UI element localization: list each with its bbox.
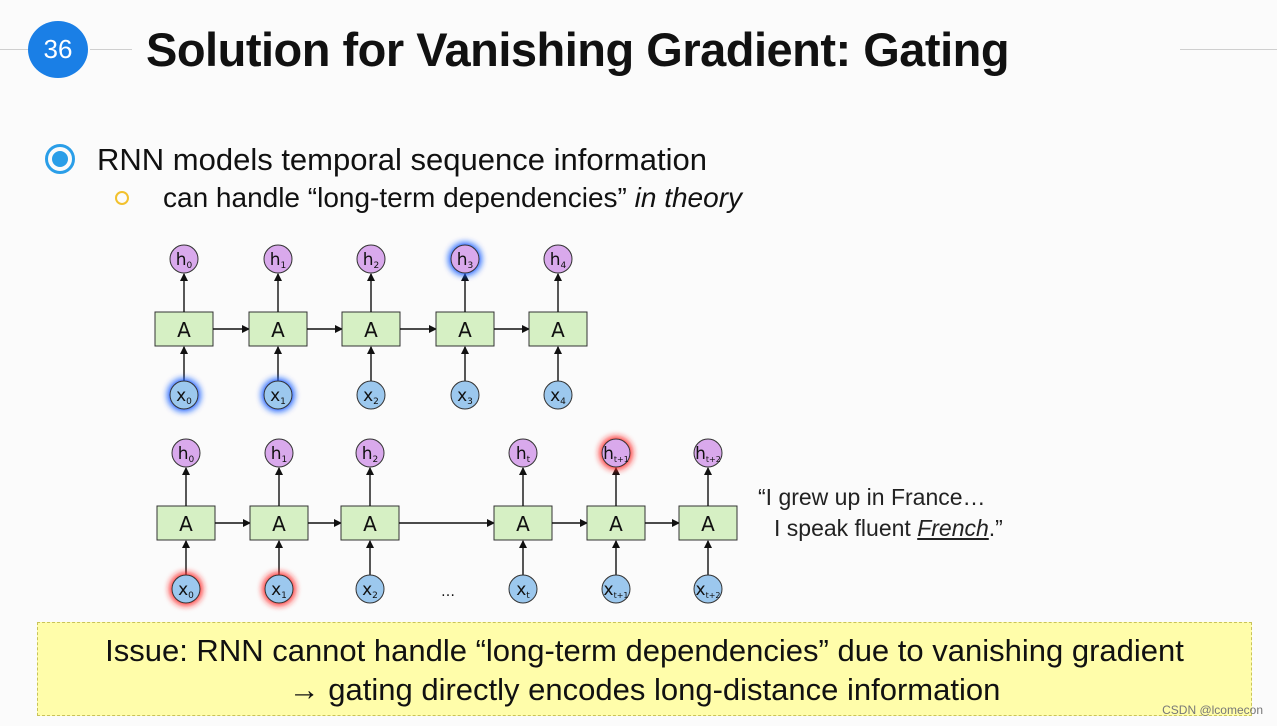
input-node bbox=[508, 574, 538, 604]
header-rule-left-2 bbox=[90, 49, 132, 50]
example-quote: “I grew up in France… I speak fluent Fre… bbox=[758, 482, 1003, 544]
rnn-cell-label: A bbox=[272, 512, 286, 536]
hidden-state-node bbox=[171, 438, 201, 468]
rnn-cell bbox=[249, 505, 309, 541]
quote-line-2-suffix: .” bbox=[988, 515, 1003, 541]
rnn-cell-label: A bbox=[458, 318, 472, 342]
rnn-cell-label: A bbox=[271, 318, 285, 342]
header-rule-right bbox=[1180, 49, 1277, 50]
input-node bbox=[543, 380, 573, 410]
rnn-cell-label: A bbox=[609, 512, 623, 536]
bullet-level1-icon bbox=[45, 144, 75, 174]
input-node bbox=[355, 574, 385, 604]
bullet-level1-text: RNN models temporal sequence information bbox=[97, 142, 707, 177]
bullet-level2-text: can handle “long-term dependencies” in t… bbox=[163, 182, 742, 214]
slide-title: Solution for Vanishing Gradient: Gating bbox=[146, 23, 1010, 76]
rnn-cell bbox=[341, 311, 401, 347]
hidden-state-node bbox=[264, 438, 294, 468]
bullet-level2-prefix: can handle “long-term dependencies” bbox=[163, 182, 635, 213]
quote-line-2-prefix: I speak fluent bbox=[774, 515, 918, 541]
input-node bbox=[450, 380, 480, 410]
rnn-cell-label: A bbox=[179, 512, 193, 536]
quote-line-1: “I grew up in France… bbox=[758, 484, 986, 510]
hidden-state-node bbox=[601, 438, 631, 468]
input-node bbox=[356, 380, 386, 410]
hidden-state-node bbox=[263, 244, 293, 274]
issue-callout-box: Issue: RNN cannot handle “long-term depe… bbox=[37, 622, 1252, 716]
rnn-cell bbox=[156, 505, 216, 541]
input-node bbox=[264, 574, 294, 604]
rnn-cell-label: A bbox=[701, 512, 715, 536]
hidden-state-node bbox=[450, 244, 480, 274]
input-node bbox=[693, 574, 723, 604]
rnn-cell-label: A bbox=[364, 318, 378, 342]
quote-line-2: I speak fluent French.” bbox=[758, 513, 1003, 544]
hidden-state-node bbox=[356, 244, 386, 274]
bullet-level2-italic: in theory bbox=[634, 182, 743, 213]
input-node bbox=[601, 574, 631, 604]
rnn-cell bbox=[154, 311, 214, 347]
slide-number-badge: 36 bbox=[28, 21, 88, 78]
hidden-state-node bbox=[693, 438, 723, 468]
quote-underlined-word: French bbox=[917, 515, 989, 541]
issue-line-1: Issue: RNN cannot handle “long-term depe… bbox=[105, 633, 1184, 668]
sequence-ellipsis: … bbox=[441, 584, 455, 600]
input-node bbox=[263, 380, 293, 410]
input-node bbox=[171, 574, 201, 604]
rnn-cell-label: A bbox=[363, 512, 377, 536]
bullet-level2-icon bbox=[115, 191, 129, 205]
rnn-cell bbox=[528, 311, 588, 347]
watermark: CSDN @lcomecon bbox=[1162, 703, 1263, 717]
header-rule-left bbox=[0, 49, 28, 50]
rnn-cell-label: A bbox=[516, 512, 530, 536]
rnn-cell-label: A bbox=[177, 318, 191, 342]
hidden-state-node bbox=[543, 244, 573, 274]
hidden-state-node bbox=[508, 438, 538, 468]
rnn-cell-label: A bbox=[551, 318, 565, 342]
bottom-rnn-diagram: Ah0x0Ah1x1Ah2x2AhtxtAht+1xt+1Aht+2xt+2… bbox=[156, 438, 738, 604]
hidden-state-node bbox=[169, 244, 199, 274]
input-node bbox=[169, 380, 199, 410]
slide-number: 36 bbox=[43, 34, 73, 64]
hidden-state-node bbox=[355, 438, 385, 468]
issue-line-2: → gating directly encodes long-distance … bbox=[288, 672, 1001, 707]
